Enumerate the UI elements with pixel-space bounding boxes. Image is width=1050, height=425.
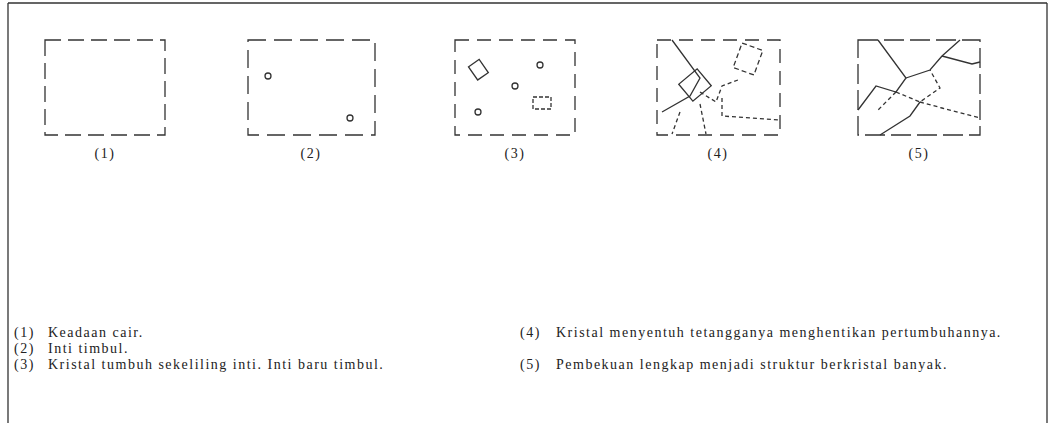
polycrystal-panel (858, 40, 980, 135)
caption-text: Kristal menyentuh tetangganya menghentik… (556, 325, 1026, 341)
growing-crystals-panel (455, 40, 575, 135)
panel-number: (5) (889, 146, 949, 162)
panel-number: (1) (75, 146, 135, 162)
caption-number: (1) (14, 325, 46, 341)
caption-text: Inti timbul. (48, 341, 488, 357)
caption-number: (5) (520, 357, 552, 373)
panel-number: (2) (281, 146, 341, 162)
caption-number: (4) (520, 325, 552, 341)
caption-number: (2) (14, 341, 46, 357)
nuclei-panel (248, 40, 375, 135)
figure-frame (8, 3, 1047, 423)
liquid-panel (45, 40, 165, 135)
panel-number: (4) (688, 146, 748, 162)
caption-text: Keadaan cair. (48, 325, 488, 341)
touching-crystals-panel (657, 40, 780, 135)
panel-number: (3) (485, 146, 545, 162)
caption-text: Pembekuan lengkap menjadi struktur berkr… (556, 357, 1026, 373)
caption-number: (3) (14, 357, 46, 373)
caption-text: Kristal tumbuh sekeliling inti. Inti bar… (48, 357, 508, 373)
